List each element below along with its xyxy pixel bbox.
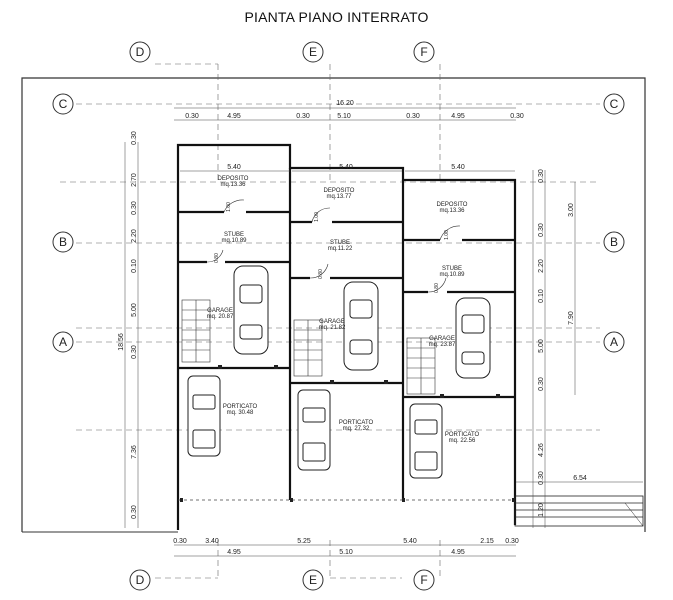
dim-top-7: 0.30 [510, 113, 524, 120]
dim-left-2: 2.70 [131, 173, 138, 187]
grid-lines [60, 63, 600, 579]
dimension-lines [124, 107, 643, 557]
axis-right-c: C [610, 97, 619, 111]
room-7-name: GARAGE [319, 319, 345, 325]
dim-bottom-row2-3: 4.95 [451, 549, 465, 556]
dim-left-5: 0.10 [131, 259, 138, 273]
axis-top-d: D [136, 45, 145, 59]
dim-left-total: 18.56 [118, 333, 125, 351]
room-6-name: STUBE [330, 240, 350, 246]
door-swings [206, 199, 461, 293]
room-10-name: STUBE [442, 266, 462, 272]
room-12-area: mq. 22.56 [449, 438, 476, 444]
axis-right-a: A [610, 335, 618, 349]
dim-bottom-1: 0.30 [173, 538, 187, 545]
room-2-name: STUBE [224, 232, 244, 238]
lot-boundary [21, 77, 646, 532]
dim-top-3: 0.30 [296, 113, 310, 120]
room-4-area: mq. 30.48 [227, 410, 254, 416]
room-11-area: mq. 23.87 [429, 342, 456, 348]
room-8-area: mq. 27.32 [343, 426, 370, 432]
room-1-area: mq.13.36 [220, 182, 246, 188]
dim-right-6: 5.00 [538, 339, 545, 353]
dim-door-3: 1.00 [314, 212, 320, 222]
dim-left-6: 5.00 [131, 303, 138, 317]
axis-top-f: F [420, 45, 427, 59]
building-walls [176, 143, 517, 530]
room-2-area: mq.10.89 [221, 238, 247, 244]
dim-left-3: 0.30 [131, 201, 138, 215]
room-5-area: mq.13.77 [326, 194, 352, 200]
dim-bottom-3: 5.25 [297, 538, 311, 545]
room-3-area: mq. 20.87 [207, 314, 234, 320]
stairs [181, 299, 436, 395]
dim-door-5: 1.00 [444, 230, 450, 240]
dim-door-6: 0.80 [434, 283, 440, 293]
room-10-area: mq.10.89 [439, 272, 465, 278]
room-7-area: mq. 21.82 [319, 325, 346, 331]
room-5-name: DEPOSITO [324, 188, 355, 194]
dim-bottom-5: 2.15 [480, 538, 494, 545]
axis-bottom-d: D [136, 573, 145, 587]
dim-right-3: 0.30 [538, 223, 545, 237]
dim-interior-1: 5.40 [227, 164, 241, 171]
room-6-area: mq.11.22 [328, 246, 353, 252]
axis-top-e: E [309, 45, 317, 59]
dim-top-6: 4.95 [451, 113, 465, 120]
dim-left-4: 2.20 [131, 229, 138, 243]
room-3-name: GARAGE [207, 308, 233, 314]
dim-left-8: 7.36 [131, 445, 138, 459]
dim-ramp: 6.54 [573, 475, 587, 482]
cars [187, 265, 491, 479]
dim-right-2: 3.00 [568, 203, 575, 217]
dim-right-4: 2.20 [538, 259, 545, 273]
dim-door-1: 1.00 [226, 202, 232, 212]
dim-right-7: 0.30 [538, 377, 545, 391]
dim-door-4: 0.80 [318, 269, 324, 279]
dim-right-total: 7.90 [568, 311, 575, 325]
dim-ramp-side: 1.20 [538, 503, 545, 517]
dim-bottom-6: 0.30 [505, 538, 519, 545]
axis-bottom-e: E [309, 573, 317, 587]
dim-right-1: 0.30 [538, 169, 545, 183]
room-9-name: DEPOSITO [437, 202, 468, 208]
dim-bottom-2: 3.40 [205, 538, 219, 545]
dim-bottom-row2-1: 4.95 [227, 549, 241, 556]
axis-left-c: C [59, 97, 68, 111]
room-9-area: mq.13.36 [439, 208, 465, 214]
room-11-name: GARAGE [429, 336, 455, 342]
dim-top-2: 4.95 [227, 113, 241, 120]
dim-bottom-4: 5.40 [403, 538, 417, 545]
dim-left-9: 0.30 [131, 505, 138, 519]
dim-right-9: 0.30 [538, 471, 545, 485]
axis-bubbles [52, 41, 625, 591]
dim-door-2: 0.80 [214, 253, 220, 263]
dim-interior-2: 5.40 [339, 164, 353, 171]
dim-top-total: 16.20 [336, 100, 354, 107]
dim-top-5: 0.30 [406, 113, 420, 120]
dim-top-4: 5.10 [337, 113, 351, 120]
room-12-name: PORTICATO [445, 432, 480, 438]
axis-bottom-f: F [420, 573, 427, 587]
dim-right-8: 4.26 [538, 443, 545, 457]
room-4-name: PORTICATO [223, 404, 258, 410]
axis-left-a: A [59, 335, 67, 349]
dim-left-1: 0.30 [131, 131, 138, 145]
plan-title: PIANTA PIANO INTERRATO [244, 9, 429, 25]
axis-left-b: B [59, 235, 67, 249]
dim-bottom-row2-2: 5.10 [339, 549, 353, 556]
pillars [180, 365, 515, 502]
dim-top-1: 0.30 [185, 113, 199, 120]
dim-interior-3: 5.40 [451, 164, 465, 171]
room-8-name: PORTICATO [339, 420, 374, 426]
axis-right-b: B [610, 235, 618, 249]
dim-right-5: 0.10 [538, 289, 545, 303]
dim-left-7: 0.30 [131, 345, 138, 359]
ramp [514, 495, 644, 527]
room-1-name: DEPOSITO [218, 176, 249, 182]
